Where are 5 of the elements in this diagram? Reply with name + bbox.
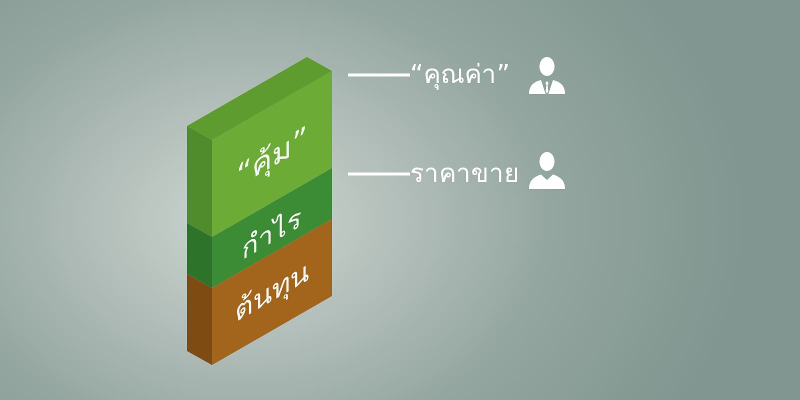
block-label: “คุ้ม”: [236, 120, 308, 196]
price-label: ราคาขาย: [410, 158, 519, 190]
leader-line: [348, 172, 410, 176]
leader-line: [348, 74, 410, 76]
value-label: “คุณค่า”: [410, 58, 510, 92]
